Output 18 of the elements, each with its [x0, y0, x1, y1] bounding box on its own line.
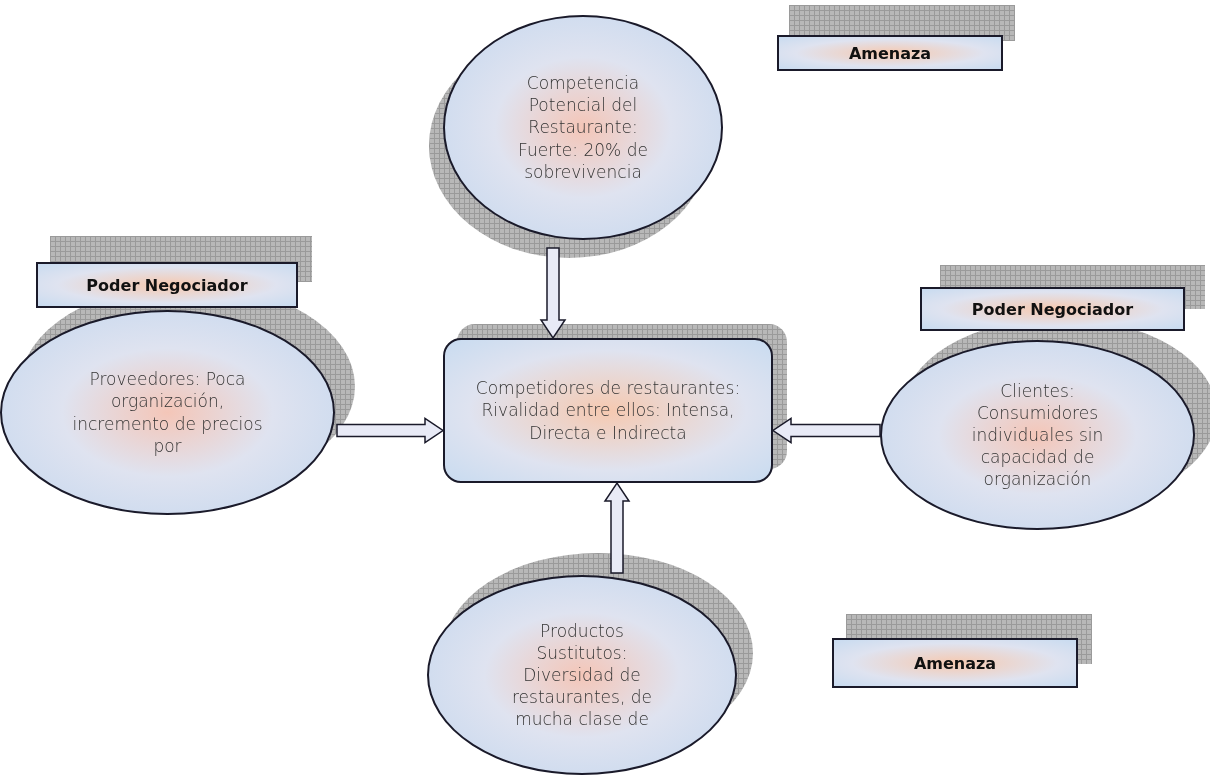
node-text: Clientes: Consumidores individuales sin capacidad de organización [970, 379, 1105, 491]
node-text: Productos Sustitutos: Diversidad de restaurantes, de mucha clase de [511, 619, 653, 731]
box-label: Amenaza [848, 43, 932, 63]
node-text: Competidores de restaurantes: Rivalidad entre ellos: Intensa, Directa e Indirecta [475, 377, 741, 444]
rounded-box [443, 338, 773, 483]
block-arrow [771, 417, 881, 444]
box-label: Poder Negociador [971, 299, 1134, 319]
node-text: Proveedores: Poca organización, incremento de precios por [72, 368, 263, 457]
block-arrow [336, 417, 445, 444]
block-arrow [539, 247, 567, 340]
label-box [920, 287, 1185, 331]
box-label: Amenaza [913, 653, 997, 673]
node-text: Competencia Potencial del Restaurante: Fuerte: 20% de sobrevivencia [517, 72, 649, 183]
label-box [777, 35, 1003, 71]
label-box [832, 638, 1078, 688]
label-box [36, 262, 298, 308]
block-arrow [603, 481, 631, 574]
box-label: Poder Negociador [86, 275, 248, 295]
